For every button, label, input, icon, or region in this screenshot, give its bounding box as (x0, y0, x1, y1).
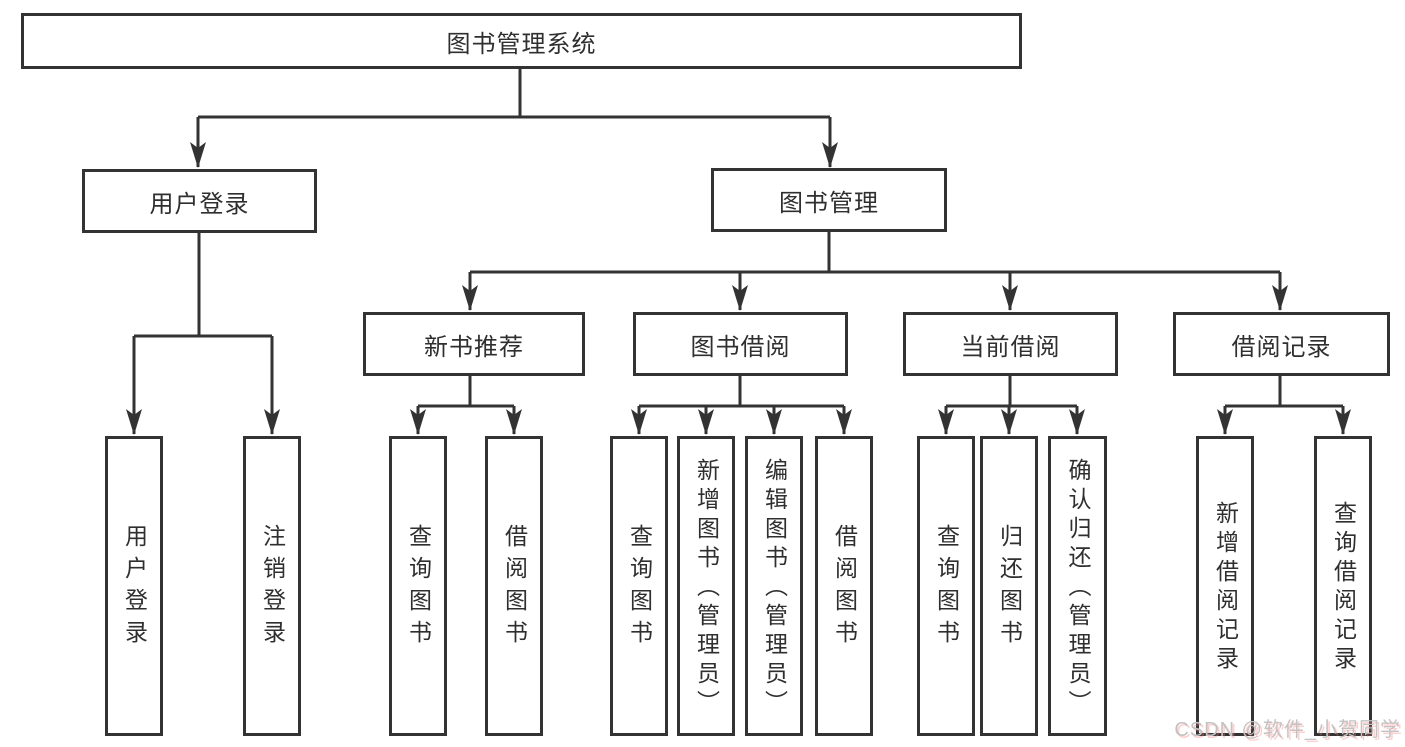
node-book-mgmt: 图书管理 (711, 168, 947, 232)
node-new-book: 新书推荐 (363, 312, 585, 376)
leaf-edit-book-admin: 编辑图书（管理员） (745, 436, 803, 736)
leaf-borrow-book-1: 借阅图书 (485, 436, 543, 736)
leaf-return-book: 归还图书 (980, 436, 1038, 736)
node-book-borrow: 图书借阅 (633, 312, 848, 376)
connector-book-mgmt-stem (470, 232, 1280, 274)
leaf-logout: 注销登录 (243, 436, 301, 736)
connector-new-book-stem (418, 376, 514, 408)
leaf-add-book-admin: 新增图书（管理员） (677, 436, 735, 736)
node-current-borrow: 当前借阅 (903, 312, 1118, 376)
leaf-query-book-3: 查询图书 (917, 436, 975, 736)
connector-borrow-records-stem (1225, 376, 1343, 408)
connector-book-borrow-stem (639, 376, 844, 408)
leaf-query-book-2: 查询图书 (610, 436, 668, 736)
leaf-query-borrow-record: 查询借阅记录 (1314, 436, 1372, 736)
watermark: CSDN @软件_小贺同学 (1174, 719, 1401, 741)
leaf-confirm-return-admin: 确认归还（管理员） (1048, 436, 1107, 736)
leaf-add-borrow-record: 新增借阅记录 (1196, 436, 1254, 736)
leaf-borrow-book-2: 借阅图书 (815, 436, 873, 736)
connector-current-borrow-stem (946, 376, 1077, 408)
connector-root-stem (198, 69, 830, 119)
node-root: 图书管理系统 (21, 13, 1022, 69)
leaf-query-book-1: 查询图书 (389, 436, 447, 736)
connector-user-login-stem (134, 233, 272, 338)
node-user-login: 用户登录 (82, 169, 317, 233)
node-borrow-records: 借阅记录 (1173, 312, 1390, 376)
leaf-user-login: 用户登录 (105, 436, 163, 736)
